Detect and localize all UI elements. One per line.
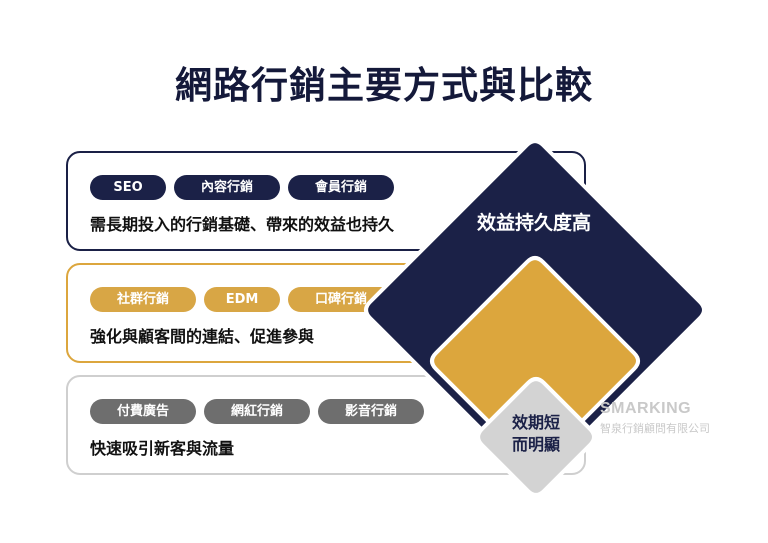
tag-social-marketing: 社群行銷 [90, 287, 196, 312]
diamond-label-durable: 效益持久度高 [476, 212, 591, 234]
tag-member-marketing: 會員行銷 [288, 175, 394, 200]
diamond-label-short-line1: 效期短 [511, 413, 560, 432]
watermark-subtitle: 智泉行銷顧問有限公司 [600, 423, 710, 435]
page-title: 網路行銷主要方式與比較 [175, 64, 593, 107]
tag-paid-ads: 付費廣告 [90, 399, 196, 424]
tag-group: SEO 內容行銷 會員行銷 [90, 175, 394, 200]
row-description: 快速吸引新客與流量 [90, 439, 235, 458]
tag-edm: EDM [204, 287, 280, 312]
tag-group: 付費廣告 網紅行銷 影音行銷 [90, 399, 424, 424]
tag-video-marketing: 影音行銷 [318, 399, 424, 424]
row-description: 強化與顧客間的連結、促進參與 [90, 327, 315, 346]
watermark: SMARKING 智泉行銷顧問有限公司 [600, 400, 710, 436]
diamond-label-short-line2: 而明顯 [511, 434, 560, 454]
diamond-small-gray [476, 377, 596, 497]
tag-content-marketing: 內容行銷 [174, 175, 280, 200]
diamond-label-short: 效期短 而明顯 [486, 412, 586, 455]
tag-seo: SEO [90, 175, 166, 200]
tag-influencer-marketing: 網紅行銷 [204, 399, 310, 424]
watermark-name: SMARKING [600, 400, 692, 417]
row-description: 需長期投入的行銷基礎、帶來的效益也持久 [90, 215, 395, 234]
